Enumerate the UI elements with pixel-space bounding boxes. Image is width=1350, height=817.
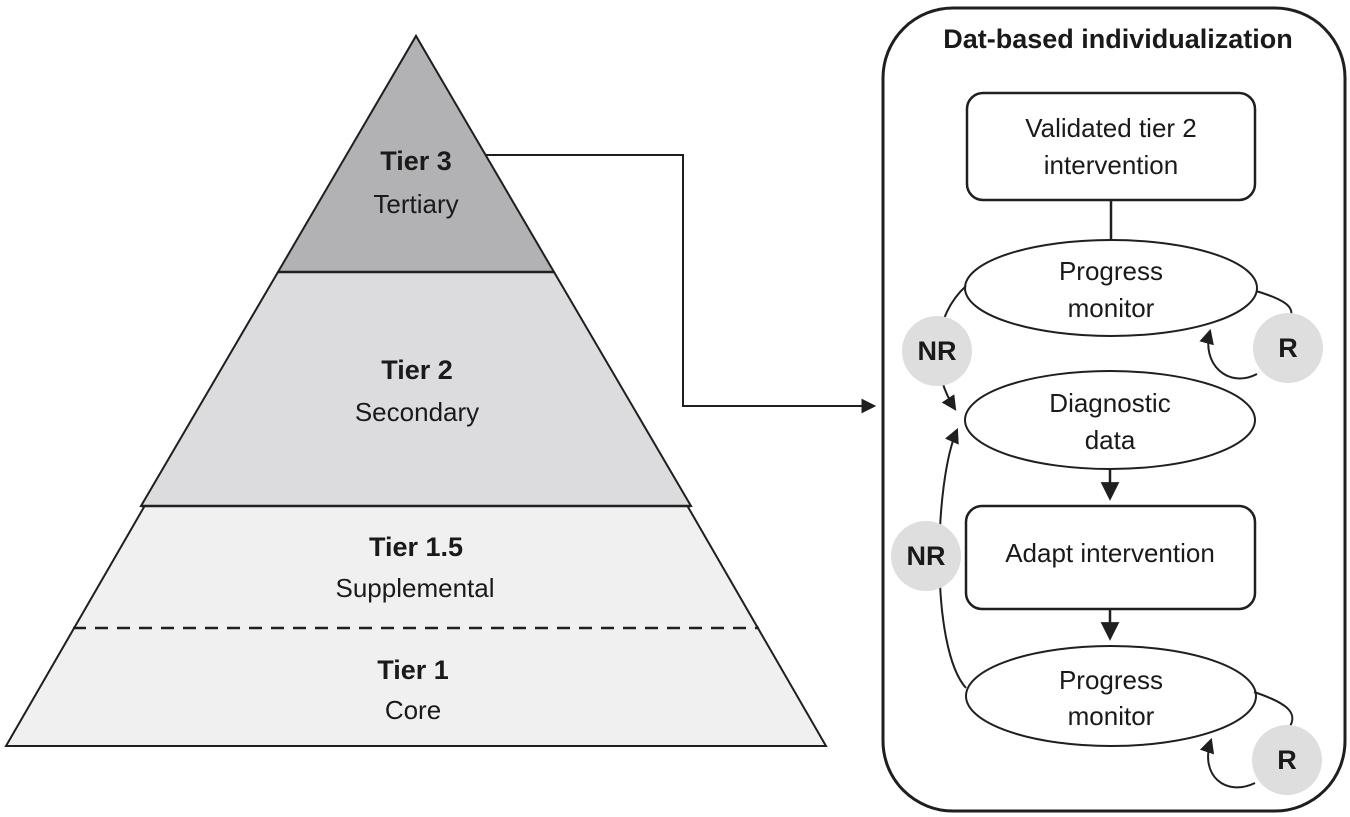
progress-monitor-bottom-line2: monitor [1068,701,1155,731]
tier1-sublabel: Core [385,695,441,725]
validated-intervention-line2: intervention [1044,150,1178,180]
r-badge-top-label: R [1278,333,1298,363]
r-badge-bottom-circle [1252,725,1322,795]
r-badge-top: R [1253,313,1323,383]
pyramid-to-panel-connector-arrow [486,154,877,414]
nr-badge-bottom-circle [891,521,961,591]
r-badge-bottom: R [1252,725,1322,795]
tier2-region [139,271,693,507]
responder-loop-top-return [1199,328,1258,380]
nr-badge-top-circle [902,316,972,386]
progress-monitor-bottom-ellipse [965,645,1257,747]
tier1-5-sublabel: Supplemental [336,573,495,603]
progress-monitor-top-line2: monitor [1068,293,1155,323]
nr-badge-bottom: NR [891,521,961,591]
r-badge-bottom-label: R [1277,745,1297,775]
diagnostic-data-line1: Diagnostic [1049,388,1170,418]
progress-monitor-top-line1: Progress [1059,256,1163,286]
nr-badge-top-label: NR [918,336,957,366]
adapt-intervention-label: Adapt intervention [1005,538,1215,568]
nr-badge-top: NR [902,316,972,386]
progress-monitor-bottom-line1: Progress [1059,665,1163,695]
tier2-name-label: Tier 2 [381,355,453,385]
validated-intervention-line1: Validated tier 2 [1025,113,1197,143]
responder-loop-bottom-return [1199,737,1256,789]
nr-badge-bottom-label: NR [907,541,946,571]
responder-loop-bottom-out [1253,691,1294,729]
tier1-5-name-label: Tier 1.5 [369,532,463,562]
tier3-name-label: Tier 3 [380,146,452,176]
panel-title: Dat-based individualization [943,24,1293,54]
tier2-sublabel: Secondary [355,397,479,427]
r-badge-top-circle [1253,313,1323,383]
diagnostic-data-line2: data [1085,425,1136,455]
individualization-panel: Dat-based individualization Validated ti… [881,6,1347,813]
tier1-name-label: Tier 1 [377,655,449,685]
validated-intervention-box [965,91,1257,202]
mtss-pyramid: Tier 3 Tertiary Tier 2 Secondary Tier 1.… [4,34,828,747]
tier3-sublabel: Tertiary [373,189,458,219]
